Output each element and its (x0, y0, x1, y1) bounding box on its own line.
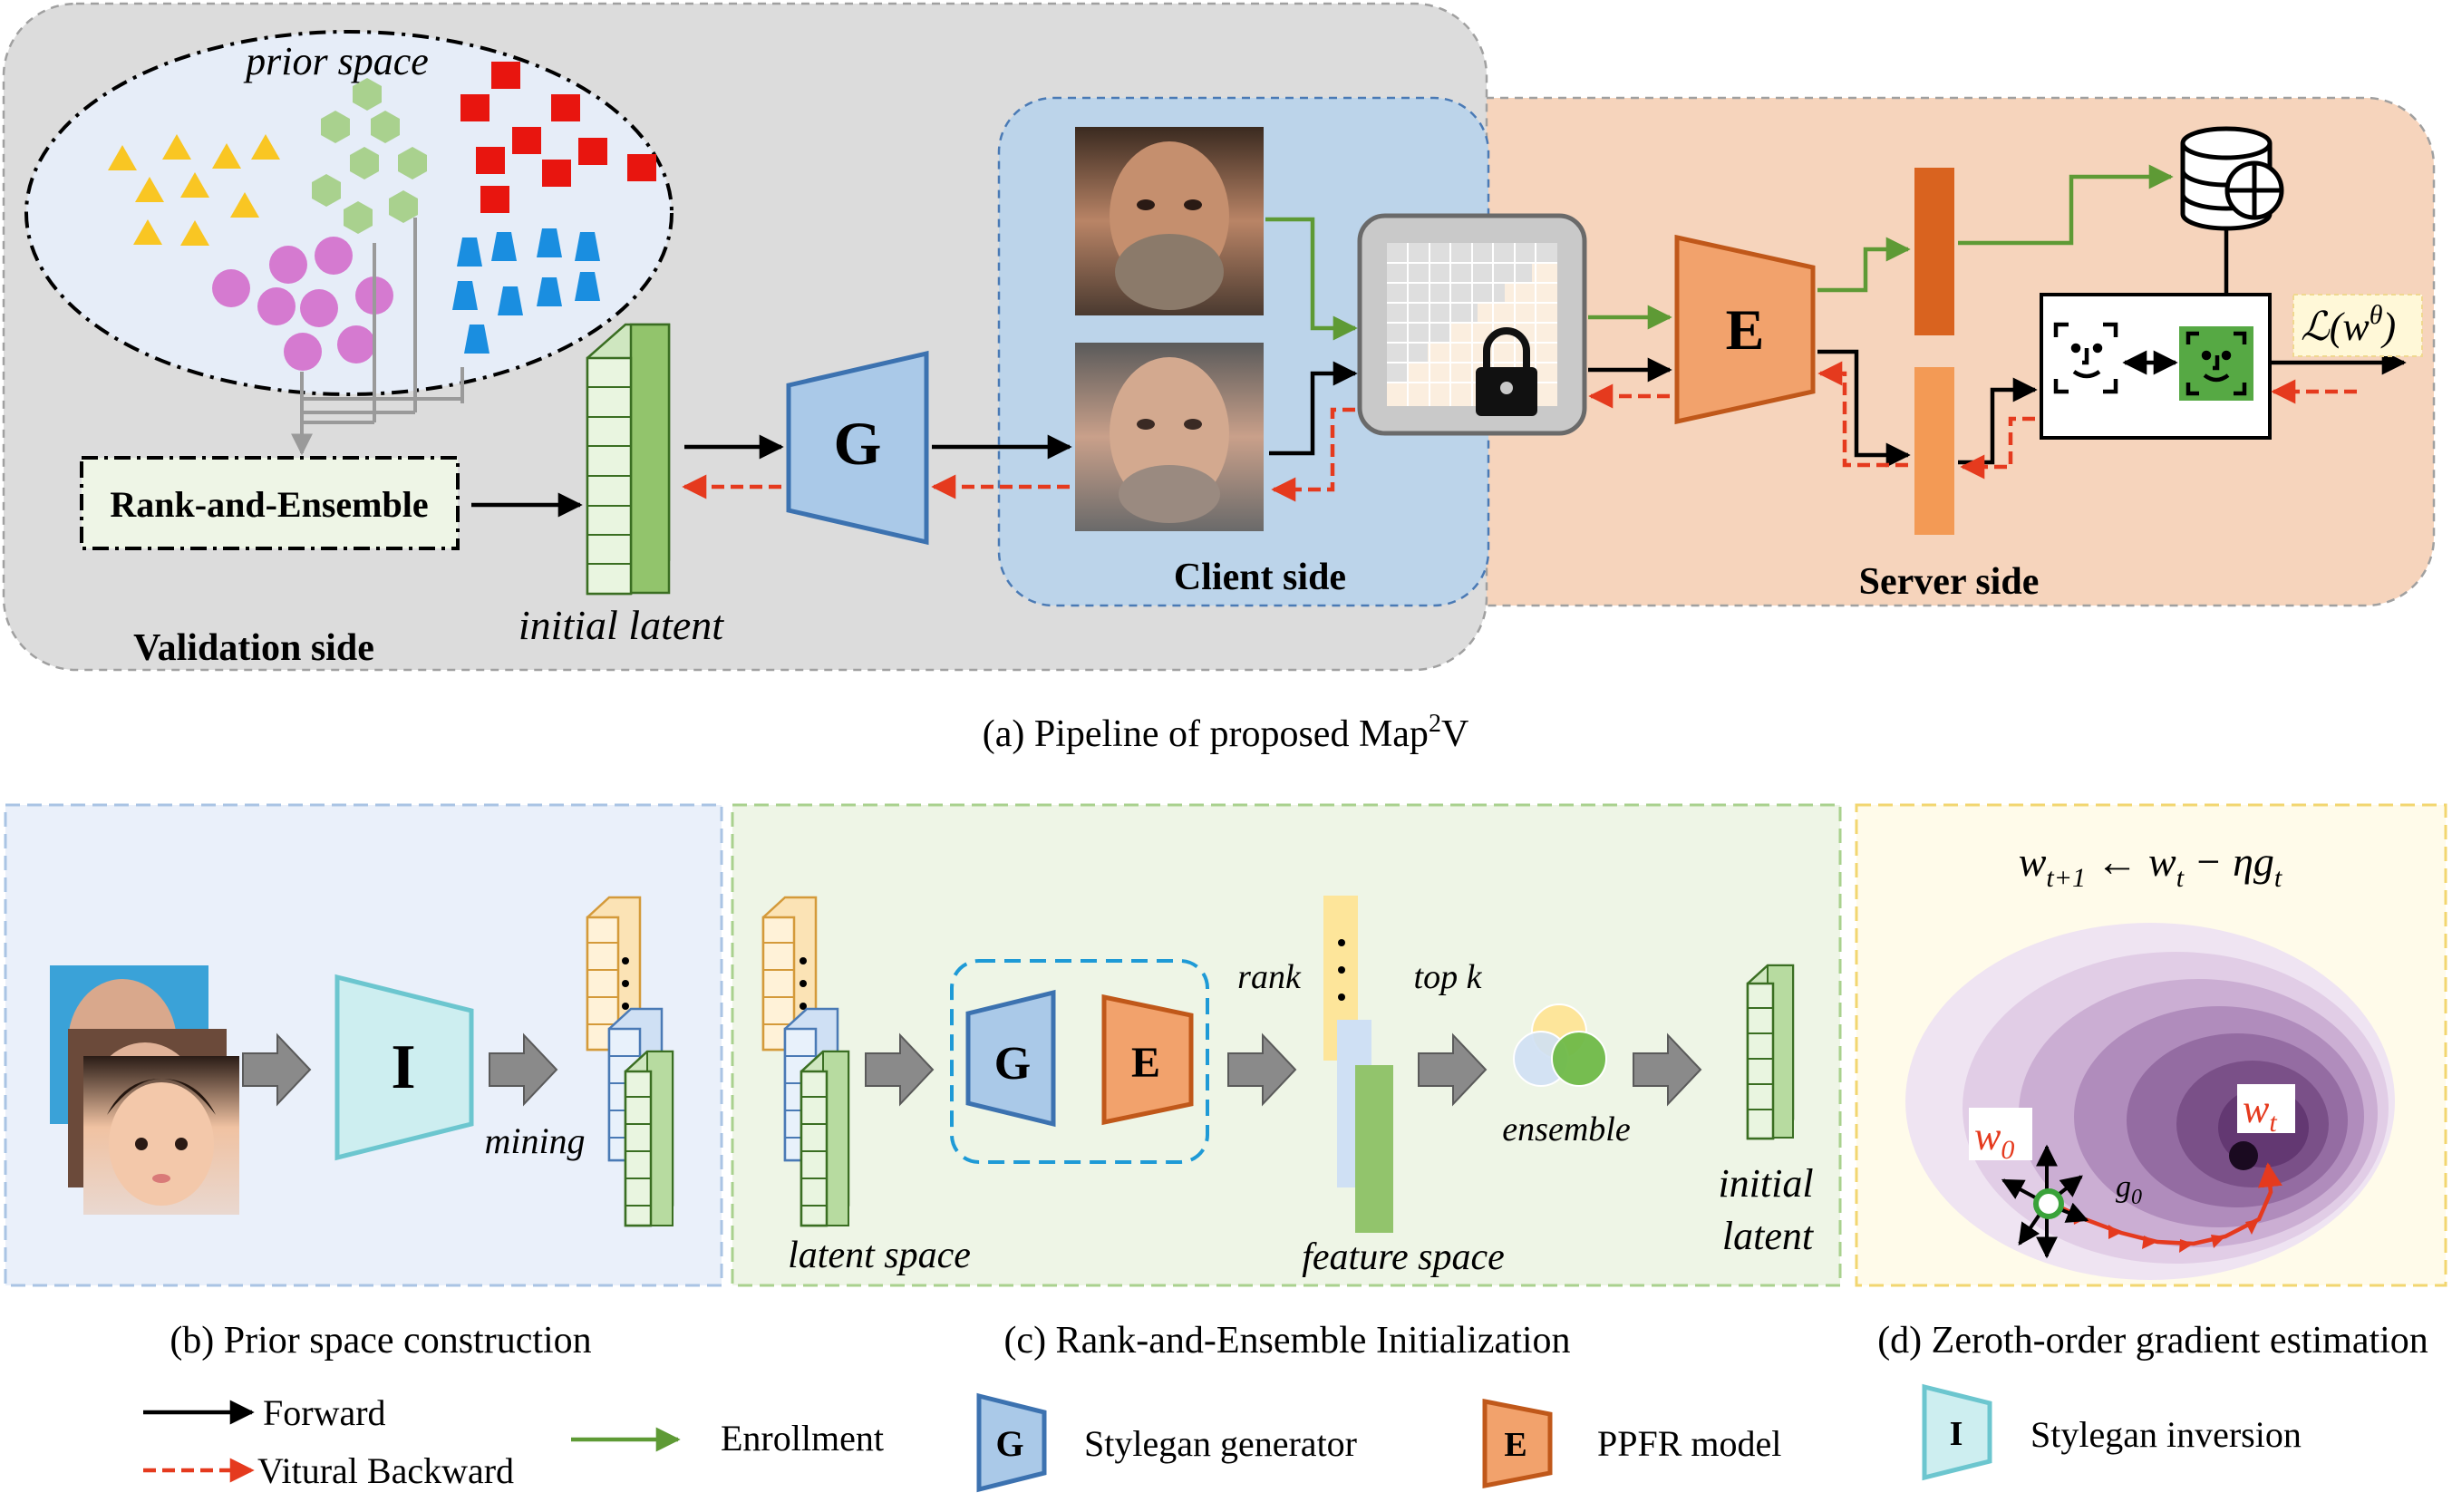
initial-latent-vector (586, 323, 671, 596)
latents-to-ge-arrow (865, 1032, 935, 1107)
legend: Forward Vitural Backward Enrollment G St… (143, 1383, 2302, 1493)
database-icon (2180, 126, 2284, 231)
verify-to-feature-backward (1960, 416, 2035, 480)
panel-a-caption: (a) Pipeline of proposed Map2V (983, 710, 1469, 755)
legend-backward-label: Vitural Backward (257, 1450, 514, 1491)
probe-feature-bar (1914, 367, 1954, 535)
generator-letter: G (834, 409, 882, 478)
panel-c-initial-latent (1746, 964, 1795, 1140)
lock-to-generated-backward (1271, 407, 1355, 502)
g0-label: g0 (2116, 1170, 2142, 1209)
legend-encoder-label: PPFR model (1597, 1423, 1781, 1464)
latent-space-label: latent space (788, 1235, 971, 1276)
wt-label: wt (2243, 1087, 2277, 1138)
feature-space-bars (1323, 896, 1393, 1233)
panel-a: prior space (2, 2, 2436, 755)
encoder-letter: E (1726, 297, 1765, 362)
initial-latent-label: initial latent (519, 602, 724, 648)
legend-inversion-label: Stylegan inversion (2030, 1414, 2302, 1455)
mining-label: mining (484, 1120, 585, 1161)
panel-c-region (731, 803, 1842, 1287)
panel-c-generator (965, 989, 1056, 1128)
mined-latent-stack (586, 896, 674, 1227)
prior-space-label: prior space (243, 39, 429, 83)
legend-enrollment-label: Enrollment (721, 1418, 884, 1459)
loss-contour (1905, 923, 2395, 1280)
feature-to-database (1958, 164, 2174, 246)
legend-inversion-icon (1922, 1383, 1992, 1481)
client-side-label: Client side (1174, 557, 1346, 598)
ensemble-to-initial-arrow (1633, 1032, 1702, 1107)
w0-label-bg (1969, 1108, 2032, 1160)
panel-c: latent space G E rank feature space top … (731, 803, 1842, 1362)
lock-icon (1476, 327, 1537, 416)
feature-to-e-backward (1817, 361, 1908, 468)
generated-face-photo (1075, 343, 1264, 531)
green-hexagon-cluster (312, 78, 427, 234)
e-to-enrolled-feature (1817, 237, 1911, 293)
generated-to-lock-forward (1269, 361, 1358, 456)
loss-label: ℒ(wθ) (2301, 300, 2396, 349)
panel-c-generator-letter: G (994, 1038, 1031, 1090)
wt-label-bg (2237, 1084, 2295, 1133)
ge-group-box (950, 959, 1209, 1164)
panel-d-caption: (d) Zeroth-order gradient estimation (1877, 1320, 2428, 1362)
panel-d: wt+1 ← wt − ηgt (1855, 803, 2447, 1362)
loss-box (2292, 294, 2423, 357)
panel-c-latent-label: latent (1722, 1214, 1815, 1258)
yellow-triangle-cluster (108, 134, 280, 246)
ensemble-label: ensemble (1502, 1110, 1631, 1149)
legend-generator-icon (976, 1392, 1047, 1493)
features-to-ensemble-arrow (1418, 1032, 1488, 1107)
red-square-cluster (460, 62, 656, 213)
verified-face-id-icon (2179, 326, 2253, 401)
e-to-probe-feature-forward (1817, 349, 1911, 468)
ensemble-venn (1513, 1003, 1607, 1087)
encryption-box (1357, 213, 1587, 436)
face-id-icon (2053, 322, 2118, 394)
panel-c-encoder (1101, 993, 1194, 1126)
feature-space-label: feature space (1302, 1236, 1505, 1278)
latent-green (624, 1050, 674, 1227)
rank-and-ensemble-label: Rank-and-Ensemble (110, 484, 428, 525)
inversion-to-latents-arrow (489, 1032, 558, 1107)
top-k-label: top k (1414, 958, 1483, 996)
update-equation: wt+1 ← wt − ηgt (2019, 838, 2282, 893)
server-side-label: Server side (1859, 561, 2040, 603)
w0-label: w0 (1974, 1114, 2014, 1165)
rank-and-ensemble-box (80, 456, 460, 550)
legend-inversion-letter: I (1950, 1415, 1963, 1453)
generator-block (786, 350, 929, 546)
blue-trapezoid-cluster (452, 228, 600, 354)
panel-c-encoder-letter: E (1131, 1039, 1160, 1087)
face-image-stack (50, 965, 239, 1215)
panel-c-caption: (c) Rank-and-Ensemble Initialization (1003, 1320, 1570, 1362)
legend-encoder-letter: E (1504, 1426, 1526, 1464)
validation-side-label: Validation side (133, 627, 374, 669)
legend-forward-label: Forward (263, 1392, 386, 1433)
enrolled-feature-bar (1914, 168, 1954, 335)
enrolled-to-lock-enrollment (1265, 217, 1358, 341)
inversion-block (334, 974, 474, 1161)
pink-circle-cluster (212, 237, 393, 371)
cluster-connectors (291, 218, 464, 456)
enrolled-face-photo (1075, 127, 1264, 315)
latent-space-stack (761, 896, 850, 1227)
panel-c-initial-label: initial (1718, 1161, 1813, 1206)
panel-b-caption: (b) Prior space construction (170, 1320, 591, 1362)
legend-generator-letter: G (995, 1423, 1023, 1464)
optimum-point (2229, 1141, 2258, 1170)
inversion-letter: I (391, 1032, 415, 1102)
ge-to-features-arrow (1227, 1032, 1297, 1107)
legend-generator-label: Stylegan generator (1084, 1423, 1357, 1464)
start-point (2033, 1188, 2064, 1219)
legend-encoder-icon (1482, 1398, 1553, 1489)
encoder-block (1674, 234, 1816, 425)
rank-label: rank (1237, 958, 1302, 996)
faces-to-inversion-arrow (242, 1032, 312, 1107)
panel-b: I mining (b) Prior space constr (4, 803, 723, 1362)
